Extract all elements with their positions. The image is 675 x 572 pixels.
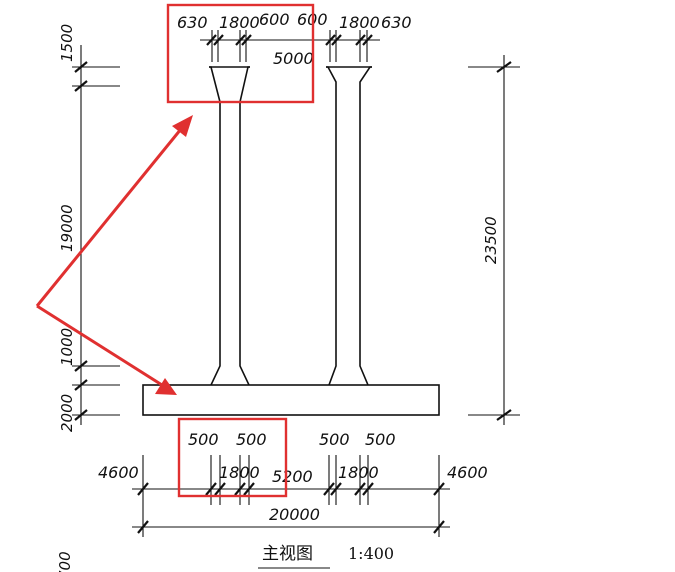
dim-top-spacing: 5000 [273,49,314,68]
dim-bottom-right-overhang: 4600 [447,463,488,482]
bottom-dimension-line [132,455,450,505]
drawing-title: 主视图 [262,544,313,564]
left-dimension-chain [72,45,120,425]
dim-left-top-flare: 1500 [58,24,76,62]
right-dimension-line [468,55,520,425]
dim-bottom-right-col: 1800 [338,463,379,482]
base-slab [142,384,440,416]
dim-bottom-left-overhang: 4600 [98,463,139,482]
dim-top-right-outer: 630 [381,13,412,32]
dim-bottom-foot-a: 500 [188,430,219,449]
dim-left-shaft: 19000 [58,204,76,252]
top-dimension-line [200,30,380,62]
red-arrow-down [36,304,177,395]
dim-left-bottom-flare: 1000 [58,328,76,366]
dim-left-base: 2000 [58,394,76,432]
dim-bottom-foot-c: 500 [319,430,350,449]
left-pier [209,66,250,386]
dim-bottom-left-col: 1800 [219,463,260,482]
dim-right-total-height: 23500 [482,216,500,264]
dim-top-left-inner: 600 [259,10,290,29]
dim-left-cut-off: 700 [56,551,74,572]
overall-width-dimension-line [132,500,450,537]
dim-top-right-mid: 1800 [339,13,380,32]
dim-bottom-middle: 5200 [272,467,313,486]
dim-top-left-outer: 630 [177,13,208,32]
dim-top-left-mid: 1800 [219,13,260,32]
highlight-box-bottom [177,417,288,498]
dim-bottom-foot-d: 500 [365,430,396,449]
drawing-scale: 1:400 [348,544,394,563]
red-arrow-up [35,115,193,307]
dim-bottom-total-width: 20000 [269,505,320,524]
right-pier [326,66,372,386]
highlight-box-top [166,3,315,104]
dim-bottom-foot-b: 500 [236,430,267,449]
